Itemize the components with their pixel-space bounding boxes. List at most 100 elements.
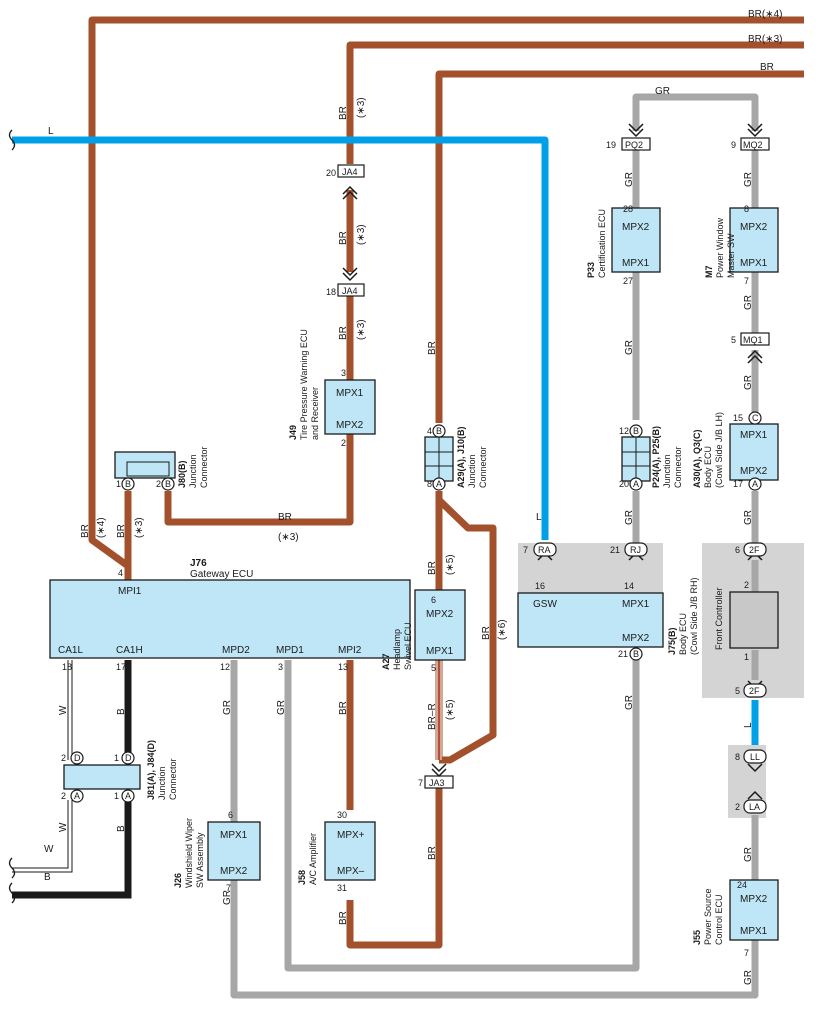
wire-label-b-j81: B — [116, 825, 127, 832]
pq2-label: PQ2 — [625, 140, 643, 150]
wire-label-gr-m7: GR — [743, 295, 754, 310]
pin-num-13-gateway: 13 — [338, 662, 348, 672]
wire-label-gr-top: GR — [655, 86, 670, 97]
p24-code: P24(A), P25(B) — [651, 426, 661, 488]
wire-label-br-ja3: BR — [427, 846, 438, 860]
pin-num-16-j75: 16 — [535, 581, 545, 591]
wire-label-b-bottom: B — [44, 872, 51, 883]
j49-mpx2: MPX2 — [336, 420, 364, 431]
wire-br-3-top — [346, 41, 804, 164]
a27-name2: Swivel ECU — [403, 622, 413, 670]
wire-label-gr-mpd2: GR — [222, 700, 233, 715]
a27-name1: Headlamp — [392, 629, 402, 670]
a29-name1: Junction — [467, 454, 477, 488]
j58-code: J58 — [297, 870, 307, 885]
gateway-pin-ca1h: CA1H — [116, 645, 143, 656]
wire-label-br-r: BR–R — [427, 703, 438, 730]
a29-name2: Connector — [478, 446, 488, 488]
j26-code: J26 — [173, 873, 183, 888]
ja4-bottom-label: JA4 — [342, 286, 358, 296]
pin-num-30-j58: 30 — [337, 810, 347, 820]
pin-num-1-front: 1 — [744, 652, 749, 662]
a29-pin-a: A — [436, 479, 442, 489]
tire-pressure-ecu-box — [324, 379, 376, 435]
gateway-pin-mpi2: MPI2 — [338, 645, 362, 656]
wire-label-br-j80: BR — [278, 512, 292, 523]
wire-label-br-3: BR(∗3) — [748, 34, 783, 45]
2f-top-label: 2F — [749, 545, 760, 555]
wire-label-w-j81: W — [58, 822, 69, 832]
wire-label-br-6: BR — [481, 626, 492, 640]
pin-num-5-2f: 5 — [735, 686, 740, 696]
wire-gr-mpd1-j75 — [284, 660, 640, 972]
j81-pin-d1: D — [74, 753, 81, 763]
j55-name2: Control ECU — [714, 894, 724, 945]
pin-num-2-j49: 2 — [341, 438, 346, 448]
a30-mpx2: MPX2 — [740, 466, 768, 477]
wire-br-a29 — [435, 70, 804, 423]
wire-gr-top — [632, 93, 759, 131]
j49-name2: and Receiver — [310, 387, 320, 440]
mq1-tag — [740, 332, 770, 346]
wire-label-br-a29: BR — [427, 341, 438, 355]
j75-name2: (Cowl Side J/B RH) — [689, 577, 699, 655]
wire-label-br-v2: BR — [338, 231, 349, 245]
power-source-ecu-box — [729, 879, 779, 941]
wire-label-gr-mq2: GR — [743, 172, 754, 187]
wire-label-star3-j80: (∗3) — [278, 532, 299, 543]
wire-label-gr-p24: GR — [624, 510, 635, 525]
m7-code: M7 — [704, 265, 714, 278]
pin-num-27-p33: 27 — [623, 276, 633, 286]
pin-num-9-mq2: 9 — [731, 140, 736, 150]
j80-name1: Junction — [188, 454, 198, 488]
front-controller-name: Front Controller — [714, 587, 724, 650]
wire-label-gr-j55: GR — [743, 970, 754, 985]
pin-num-14-j75: 14 — [624, 581, 634, 591]
pin-num-31-j58: 31 — [337, 883, 347, 893]
wire-label-star3-v1: (∗3) — [356, 97, 367, 118]
j26-name1: Windshield Wiper — [184, 818, 194, 888]
front-controller-box — [729, 591, 779, 649]
j49-name1: Tire Pressure Warning ECU — [299, 329, 309, 440]
pin-num-8-ll: 8 — [735, 752, 740, 762]
j75-code: J75(B) — [667, 627, 677, 655]
j58-mpxm: MPX– — [337, 866, 365, 877]
pin-num-12-gateway: 12 — [220, 662, 230, 672]
j75-mpx2: MPX2 — [622, 633, 650, 644]
p33-mpx2: MPX2 — [622, 222, 650, 233]
p24-pin-a: A — [633, 479, 639, 489]
j49-code: J49 — [288, 425, 298, 440]
a30-code: A30(A), Q3(C) — [692, 429, 702, 488]
mq2-tag — [740, 137, 770, 151]
wire-label-star4-v: (∗4) — [96, 517, 107, 538]
pin-num-3-gateway: 3 — [278, 662, 283, 672]
certification-ecu-box — [611, 207, 661, 273]
pin-num-2-la: 2 — [735, 802, 740, 812]
wire-label-gr-pq2: GR — [624, 172, 635, 187]
gateway-pin-mpd2: MPD2 — [222, 645, 250, 656]
wire-br-6 — [436, 497, 497, 764]
wire-l-top — [12, 136, 549, 540]
headlamp-swivel-ecu-box — [414, 589, 466, 661]
pin-num-4-gateway: 4 — [118, 568, 123, 578]
ja3-label: JA3 — [429, 778, 445, 788]
p33-name: Certification ECU — [597, 209, 607, 278]
ll-label: LL — [750, 752, 760, 762]
pin-num-15-a30: 15 — [733, 413, 743, 423]
p33-mpx1: MPX1 — [622, 258, 650, 269]
wire-label-br-4-v: BR — [80, 524, 91, 538]
wire-label-star3-v2: (∗3) — [356, 224, 367, 245]
pin-num-7-j26: 7 — [226, 883, 231, 893]
wire-label-star3-v4: (∗3) — [134, 517, 145, 538]
mq2-label: MQ2 — [743, 140, 763, 150]
j55-code: J55 — [692, 930, 702, 945]
wire-label-br-3-v: BR — [116, 524, 127, 538]
pin-num-2-front: 2 — [744, 580, 749, 590]
pin-num-7-ja3: 7 — [418, 778, 423, 788]
wire-label-br-j58: BR — [338, 911, 349, 925]
pin-num-3-j49: 3 — [341, 368, 346, 378]
ja4-top-tag — [337, 164, 365, 178]
wire-label-gr-mq1: GR — [743, 375, 754, 390]
wire-label-br-v1: BR — [338, 106, 349, 120]
